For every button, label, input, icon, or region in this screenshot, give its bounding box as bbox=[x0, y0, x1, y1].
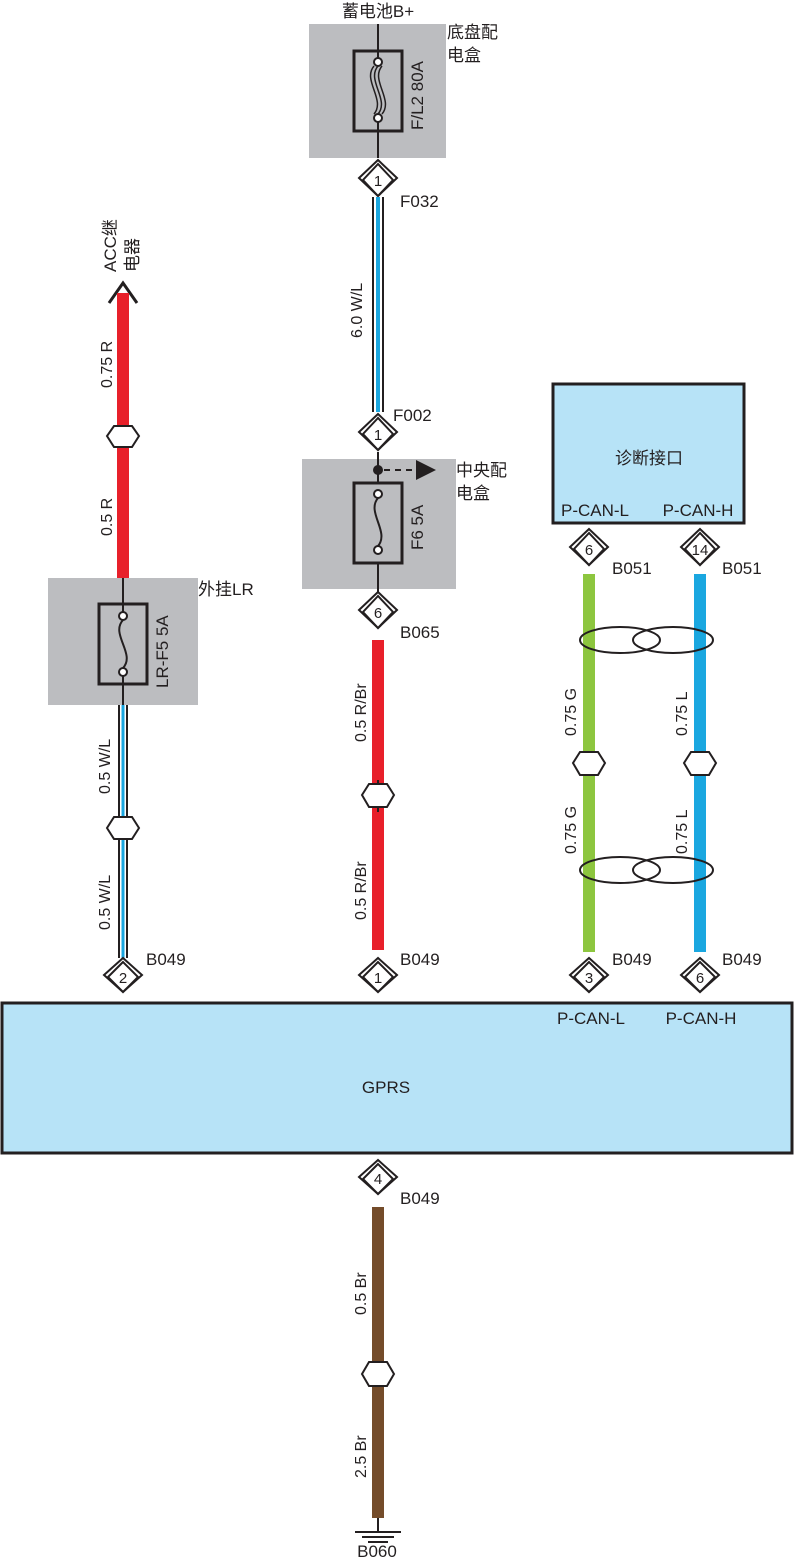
splice-acc bbox=[105, 425, 141, 448]
splice-can-l bbox=[571, 751, 607, 776]
gprs-label: GPRS bbox=[362, 1078, 410, 1097]
twist-right-lower bbox=[632, 856, 714, 884]
svg-text:6: 6 bbox=[696, 970, 704, 987]
wire-label-can-l-upper: 0.75 G bbox=[563, 688, 580, 736]
fuse-fl2-label: F/L2 80A bbox=[408, 60, 427, 130]
diag-port-label: 诊断接口 bbox=[615, 449, 683, 468]
fuse-f6-element bbox=[373, 497, 383, 547]
diag-can-h-label: P-CAN-H bbox=[663, 501, 734, 520]
connector-b051-14: 14 B051 bbox=[679, 527, 762, 578]
gprs-can-l-label: P-CAN-L bbox=[557, 1009, 625, 1028]
connector-b049-6: 6 B049 bbox=[679, 950, 762, 994]
svg-text:B051: B051 bbox=[722, 559, 762, 578]
splice-lr bbox=[105, 816, 141, 840]
svg-text:3: 3 bbox=[585, 970, 593, 987]
splice-rbr bbox=[360, 783, 396, 808]
svg-text:6: 6 bbox=[374, 605, 382, 622]
gprs-module bbox=[0, 1001, 794, 1155]
splice-ground bbox=[360, 1361, 396, 1387]
svg-text:B049: B049 bbox=[612, 950, 652, 969]
wire-label-gnd-upper: 0.5 Br bbox=[353, 1272, 370, 1315]
chassis-box-label-2: 电盒 bbox=[447, 46, 481, 65]
wire-label-can-l-lower: 0.75 G bbox=[563, 806, 580, 854]
diagnostic-port: 诊断接口 P-CAN-L P-CAN-H bbox=[551, 382, 746, 525]
acc-relay-label-1: ACC继 bbox=[101, 219, 120, 272]
wire-label-main: 6.0 W/L bbox=[349, 283, 366, 338]
connector-f002: 1 F002 bbox=[357, 406, 432, 452]
svg-text:F032: F032 bbox=[400, 192, 439, 211]
wire-label-lr-upper: 0.5 W/L bbox=[97, 739, 114, 794]
svg-text:B049: B049 bbox=[722, 950, 762, 969]
fuse-fl2-element bbox=[369, 65, 387, 115]
svg-text:B049: B049 bbox=[146, 950, 186, 969]
connector-f032: 1 F032 bbox=[357, 158, 439, 211]
svg-text:6: 6 bbox=[585, 542, 593, 559]
twist-right-upper bbox=[632, 626, 714, 654]
svg-text:1: 1 bbox=[374, 427, 382, 444]
connector-b051-6: 6 B051 bbox=[568, 527, 652, 578]
connector-b049-2: 2 B049 bbox=[102, 950, 186, 994]
external-lr-label: 外挂LR bbox=[198, 580, 254, 599]
svg-text:4: 4 bbox=[374, 1171, 382, 1188]
svg-text:1: 1 bbox=[374, 173, 382, 190]
connector-b049-4: 4 B049 bbox=[357, 1158, 440, 1208]
connector-b065: 6 B065 bbox=[357, 590, 440, 642]
ground-icon bbox=[355, 1531, 401, 1543]
wire-label-gnd-lower: 2.5 Br bbox=[353, 1435, 370, 1478]
battery-wire-column: 蓄电池B+ 底盘配 电盒 F/L2 80A 1 F032 6.0 W/L 1 F… bbox=[302, 2, 507, 994]
splice-can-h bbox=[682, 751, 718, 776]
acc-relay-label-2: 电器 bbox=[123, 238, 142, 272]
gprs-can-h-label: P-CAN-H bbox=[666, 1009, 737, 1028]
svg-text:B051: B051 bbox=[612, 559, 652, 578]
connector-b049-1: 1 B049 bbox=[357, 950, 440, 994]
svg-text:2: 2 bbox=[119, 970, 127, 987]
wire-label-acc-upper: 0.75 R bbox=[99, 341, 116, 388]
battery-label: 蓄电池B+ bbox=[342, 2, 414, 21]
svg-text:B049: B049 bbox=[400, 1189, 440, 1208]
svg-text:14: 14 bbox=[692, 542, 709, 559]
wire-label-can-h-lower: 0.75 L bbox=[674, 809, 691, 854]
connector-b049-3: 3 B049 bbox=[568, 950, 652, 994]
central-box-label-1: 中央配 bbox=[456, 461, 507, 480]
twist-left-lower bbox=[579, 856, 661, 884]
wire-label-rbr-lower: 0.5 R/Br bbox=[353, 861, 370, 920]
twist-left-upper bbox=[579, 626, 661, 654]
svg-text:F002: F002 bbox=[393, 406, 432, 425]
ground-label: B060 bbox=[357, 1542, 397, 1561]
diag-can-l-label: P-CAN-L bbox=[561, 501, 629, 520]
can-h-column: 14 B051 0.75 L 0.75 L 6 B049 bbox=[674, 527, 762, 994]
wire-label-acc-lower: 0.5 R bbox=[99, 498, 116, 536]
diag-port-box bbox=[551, 382, 746, 525]
ground-column: 4 B049 0.5 Br 2.5 Br B060 bbox=[353, 1158, 440, 1561]
chassis-box-label-1: 底盘配 bbox=[447, 23, 498, 42]
fuse-lrf5-label: LR-F5 5A bbox=[153, 615, 172, 688]
acc-arrow bbox=[107, 280, 139, 304]
can-l-column: 6 B051 0.75 G 0.75 G 3 B049 bbox=[563, 527, 652, 994]
central-box-label-2: 电盒 bbox=[456, 484, 490, 503]
acc-wire-column: ACC继 电器 0.75 R 0.5 R 外挂LR LR-F5 5A 0.5 W… bbox=[48, 219, 254, 994]
svg-text:B049: B049 bbox=[400, 950, 440, 969]
fuse-lrf5-element bbox=[118, 619, 128, 669]
fuse-f6-label: F6 5A bbox=[408, 504, 427, 550]
junction-dot bbox=[373, 465, 383, 475]
wire-label-can-h-upper: 0.75 L bbox=[674, 691, 691, 736]
wire-label-rbr-upper: 0.5 R/Br bbox=[353, 683, 370, 742]
wire-label-lr-lower: 0.5 W/L bbox=[97, 875, 114, 930]
svg-text:B065: B065 bbox=[400, 623, 440, 642]
svg-text:1: 1 bbox=[374, 970, 382, 987]
